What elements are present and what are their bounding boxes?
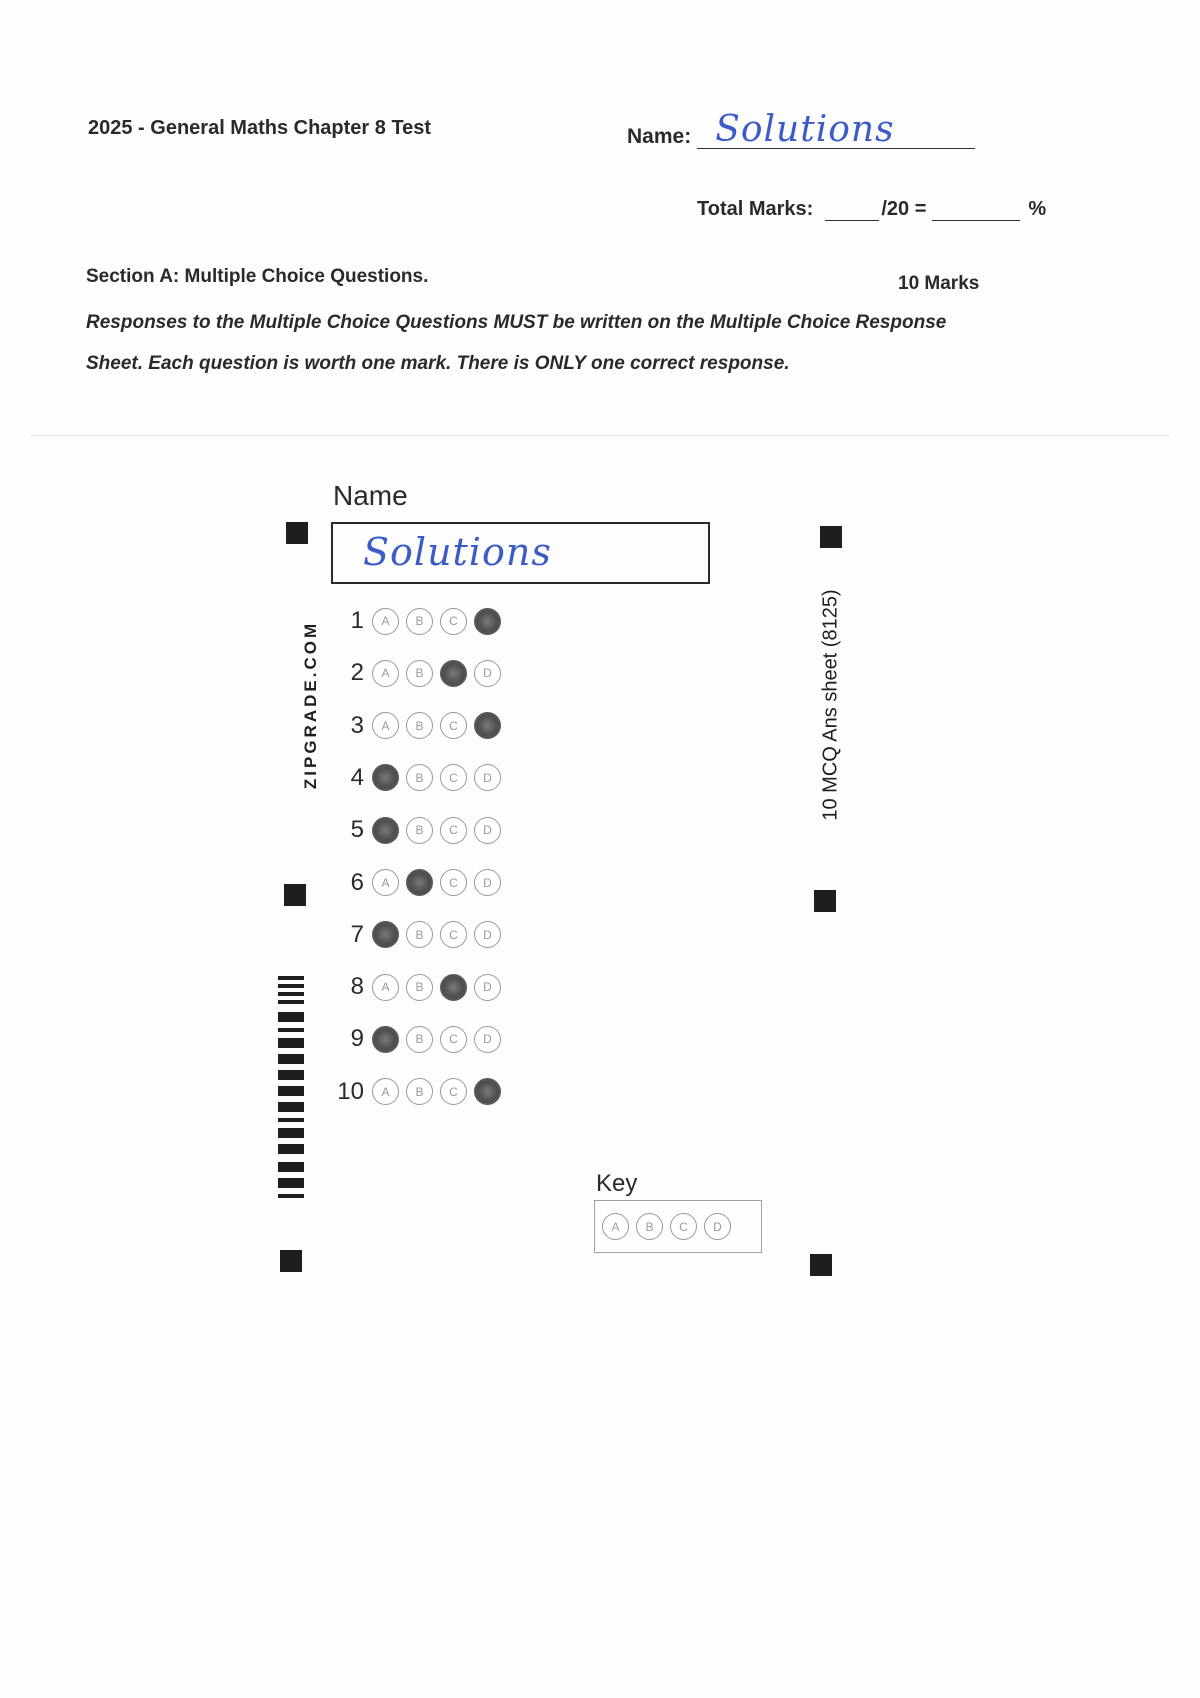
question-row: 6ABCD: [330, 865, 508, 901]
answer-bubble-a[interactable]: A: [372, 816, 399, 844]
question-row: 7ABCD: [330, 917, 508, 953]
answer-bubble-a[interactable]: A: [372, 921, 399, 949]
student-name-row: Name: Solutions: [627, 109, 976, 150]
registration-mark-bottom-left: [280, 1250, 302, 1272]
answer-bubble-c[interactable]: C: [440, 607, 467, 635]
sheet-label: 10 MCQ Ans sheet (8125): [819, 589, 842, 821]
answer-bubble-d[interactable]: D: [474, 1025, 501, 1053]
answer-bubble-d[interactable]: D: [474, 659, 501, 687]
question-number: 3: [350, 711, 364, 739]
answer-bubble-a[interactable]: A: [372, 607, 399, 635]
answer-bubble-a[interactable]: A: [372, 973, 399, 1001]
answer-bubble-b[interactable]: B: [406, 921, 433, 949]
answer-bubble-c[interactable]: C: [440, 659, 467, 687]
answer-bubble-d[interactable]: D: [474, 973, 501, 1001]
instructions-line-1: Responses to the Multiple Choice Questio…: [86, 312, 947, 333]
key-bubble-c: C: [670, 1213, 697, 1240]
percent-field[interactable]: [932, 202, 1021, 221]
total-marks-row: Total Marks: /20 = %: [697, 198, 1046, 221]
name-label: Name:: [627, 125, 692, 148]
answer-bubble-b[interactable]: B: [406, 816, 433, 844]
answer-bubble-a[interactable]: A: [372, 1025, 399, 1053]
question-number: 10: [337, 1077, 364, 1105]
handwritten-name: Solutions: [715, 109, 895, 150]
question-number: 5: [350, 816, 364, 844]
zipgrade-brand: ZIPGRADE.COM: [301, 620, 320, 790]
answer-bubble-b[interactable]: B: [406, 712, 433, 740]
answer-bubble-c[interactable]: C: [440, 973, 467, 1001]
question-row: 5ABCD: [330, 812, 508, 848]
instructions-line-2: Sheet. Each question is worth one mark. …: [86, 353, 790, 374]
sheet-name-label: Name: [333, 480, 408, 511]
question-row: 3ABCD: [330, 708, 508, 744]
answer-bubble-d[interactable]: D: [474, 1078, 501, 1106]
answer-bubble-c[interactable]: C: [440, 1078, 467, 1106]
key-bubble-d: D: [704, 1213, 731, 1240]
question-row: 8ABCD: [330, 969, 508, 1005]
key-bubble-a: A: [602, 1213, 629, 1240]
answer-bubble-b[interactable]: B: [406, 1078, 433, 1106]
answer-bubble-d[interactable]: D: [474, 816, 501, 844]
registration-mark-bottom-right: [810, 1254, 832, 1276]
answer-bubble-a[interactable]: A: [372, 712, 399, 740]
registration-mark-top-left: [286, 522, 308, 544]
answer-bubble-b[interactable]: B: [406, 607, 433, 635]
question-number: 6: [350, 868, 364, 896]
name-field[interactable]: Solutions: [697, 109, 976, 150]
sheet-handwritten-name: Solutions: [363, 530, 552, 574]
question-row: 2ABCD: [330, 655, 508, 691]
answer-bubble-d[interactable]: D: [474, 869, 501, 896]
answer-bubble-c[interactable]: C: [440, 869, 467, 896]
answer-bubble-c[interactable]: C: [440, 1025, 467, 1053]
key-label: Key: [596, 1170, 638, 1197]
total-marks-label: Total Marks:: [697, 198, 814, 220]
answer-bubble-a[interactable]: A: [372, 764, 399, 792]
total-marks-out-of: /20 =: [881, 198, 927, 220]
section-title: Section A: Multiple Choice Questions.: [86, 266, 429, 287]
answer-bubble-b[interactable]: B: [406, 973, 433, 1001]
answer-bubble-a[interactable]: A: [372, 869, 399, 896]
question-number: 2: [350, 659, 364, 687]
question-row: 4ABCD: [330, 760, 508, 796]
question-number: 4: [350, 763, 364, 791]
answer-bubble-b[interactable]: B: [406, 1025, 433, 1053]
question-number: 1: [350, 607, 364, 634]
divider: [30, 435, 1170, 436]
answer-bubble-c[interactable]: C: [440, 921, 467, 949]
answer-bubble-a[interactable]: A: [372, 659, 399, 687]
question-number: 8: [350, 973, 364, 1001]
key-bubble-b: B: [636, 1213, 663, 1240]
answer-bubble-c[interactable]: C: [440, 712, 467, 740]
answer-bubble-d[interactable]: D: [474, 764, 501, 792]
answer-bubble-d[interactable]: D: [474, 712, 501, 740]
registration-mark-top-right: [820, 526, 842, 548]
question-row: 1ABCD: [330, 603, 508, 639]
score-field[interactable]: [825, 202, 880, 221]
answer-bubble-b[interactable]: B: [406, 869, 433, 896]
answer-bubble-d[interactable]: D: [474, 921, 501, 949]
question-number: 9: [350, 1025, 364, 1053]
answer-bubble-d[interactable]: D: [474, 607, 501, 635]
question-row: 9ABCD: [330, 1021, 508, 1057]
answer-bubble-c[interactable]: C: [440, 816, 467, 844]
test-title: 2025 - General Maths Chapter 8 Test: [88, 117, 432, 139]
sheet-name-box[interactable]: Solutions: [331, 522, 710, 584]
question-number: 7: [350, 920, 364, 948]
answer-bubble-c[interactable]: C: [440, 764, 467, 792]
registration-mark-mid-left: [284, 884, 306, 906]
answer-bubble-b[interactable]: B: [406, 764, 433, 792]
registration-mark-mid-right: [814, 890, 836, 912]
answer-bubble-b[interactable]: B: [406, 659, 433, 687]
answer-bubble-a[interactable]: A: [372, 1078, 399, 1106]
section-marks: 10 Marks: [898, 273, 980, 294]
percent-sign: %: [1028, 198, 1047, 220]
